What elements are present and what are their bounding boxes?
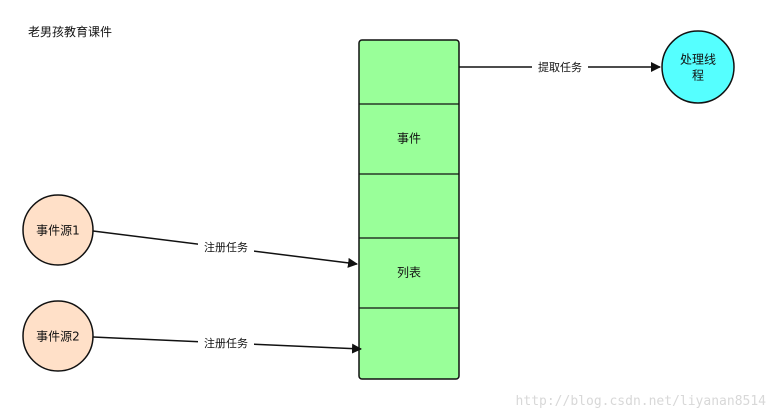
register-task-label: 注册任务 [204,240,248,254]
event-source-2: 事件源2 [22,300,94,372]
event-source-1-node [22,194,94,266]
event-source-2-node [22,300,94,372]
edge-register-2: 注册任务 [92,335,362,354]
fetch-task-label: 提取任务 [538,61,582,74]
queue-cell-label: 列表 [397,266,421,280]
edge-register-1: 注册任务 [92,230,358,268]
event-source-1-label: 事件源1 [36,224,80,238]
worker-thread-label-line2: 程 [692,68,704,83]
edge-label-background [532,59,588,75]
queue-cell-label: 事件 [397,132,421,146]
edge-fetch: 提取任务 [459,59,661,75]
event-queue: 事件 列表 [358,39,460,380]
worker-thread-node [661,30,735,104]
edge-label-background [198,239,254,255]
worker-thread: 处理线 程 [661,30,735,104]
edge-label-background [198,335,254,351]
diagram-title: 老男孩教育课件 [28,24,112,39]
register-task-label: 注册任务 [204,336,248,350]
worker-thread-label-line1: 处理线 [680,53,716,67]
queue-box [358,39,460,380]
event-source-2-label: 事件源2 [36,330,80,344]
event-source-1: 事件源1 [22,194,94,266]
watermark-text: http://blog.csdn.net/liyanan8514 [516,394,767,409]
